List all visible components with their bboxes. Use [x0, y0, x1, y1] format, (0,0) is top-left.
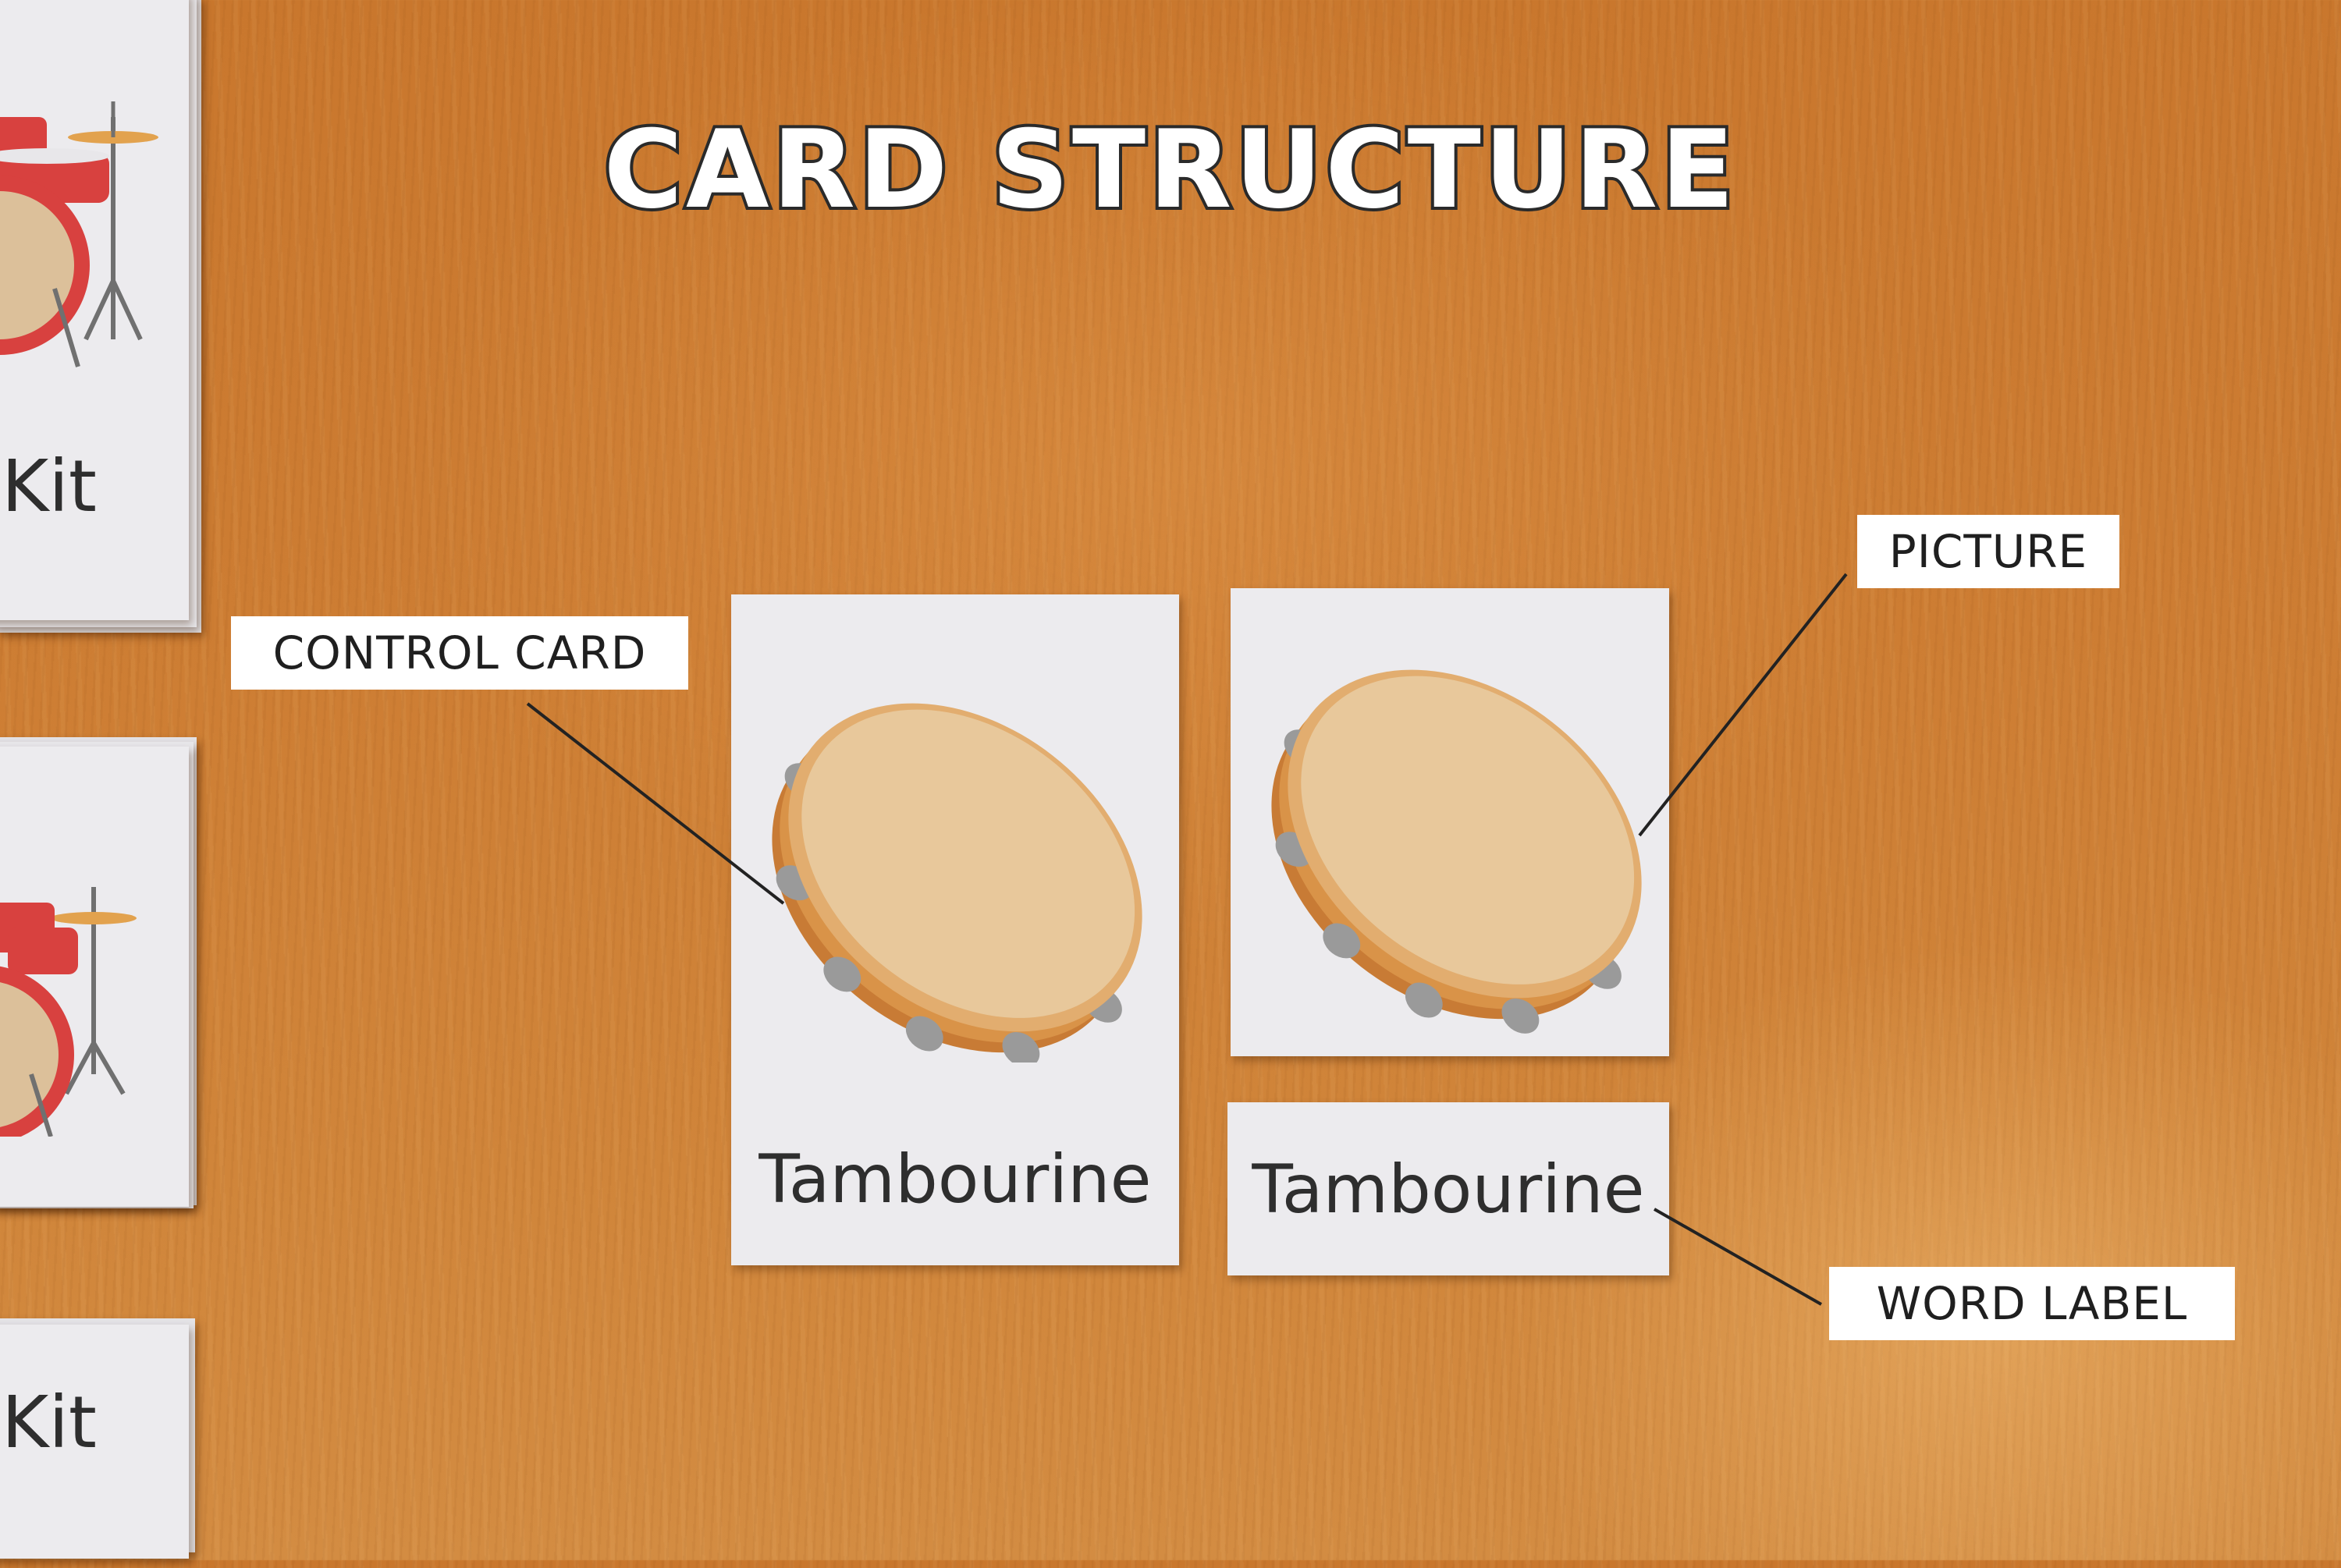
picture-card — [1231, 588, 1669, 1056]
control-card-word: Tambourine — [758, 1141, 1152, 1219]
page-title: CARD STRUCTURE — [601, 104, 1738, 236]
control-card-callout: CONTROL CARD — [231, 616, 688, 690]
drum-kit-icon — [0, 101, 158, 367]
side-card-stack-bottom: Kit — [0, 1318, 218, 1568]
drum-kit-icon — [0, 887, 137, 1137]
side-card-word: Kit — [2, 445, 97, 528]
side-card-stack-top: Kit — [0, 0, 218, 640]
side-card-stack-middle — [0, 737, 218, 1208]
word-label-word: Tambourine — [1252, 1151, 1645, 1229]
control-card: Tambourine — [731, 594, 1179, 1265]
word-label-leader-line — [1654, 1208, 1822, 1306]
tambourine-icon — [1271, 669, 1642, 1034]
picture-callout: PICTURE — [1857, 515, 2119, 588]
control-card-leader-line — [526, 702, 785, 905]
word-label-card: Tambourine — [1227, 1102, 1669, 1275]
picture-leader-line — [1638, 573, 1848, 837]
side-card-word: Kit — [2, 1381, 97, 1464]
word-label-callout: WORD LABEL — [1829, 1267, 2235, 1340]
tambourine-icon — [772, 703, 1142, 1062]
